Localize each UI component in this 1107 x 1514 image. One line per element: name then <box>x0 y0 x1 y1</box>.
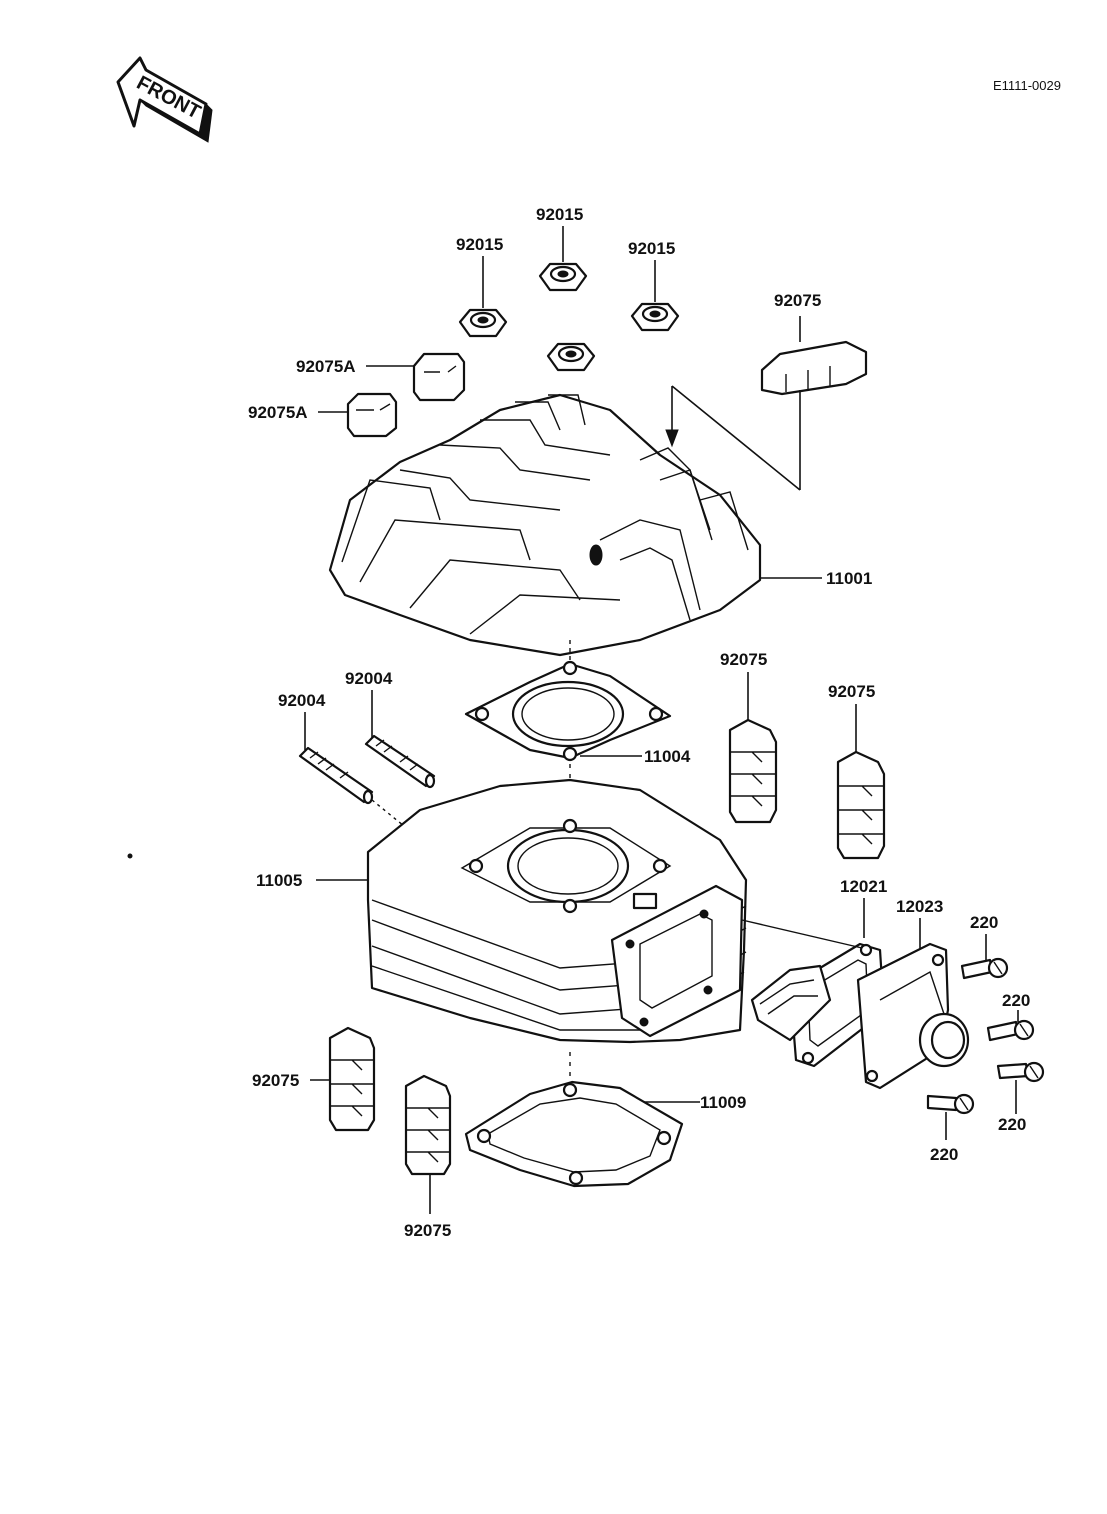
nut-left <box>458 256 508 338</box>
label-92015-top: 92015 <box>536 205 583 224</box>
label-11001: 11001 <box>826 569 872 588</box>
label-92004-left: 92004 <box>278 691 326 710</box>
cylinder <box>366 778 748 1044</box>
label-220-2: 220 <box>1002 991 1030 1010</box>
damper-low-left <box>310 1026 376 1132</box>
label-220-4: 220 <box>930 1145 958 1164</box>
damper-mid-left <box>728 672 778 824</box>
label-11009: 11009 <box>700 1093 746 1112</box>
damper-a-lower <box>318 392 398 438</box>
nut-top <box>538 226 588 292</box>
diagram-code: E1111-0029 <box>993 78 1061 93</box>
label-92075a-upper: 92075A <box>296 357 356 376</box>
label-12021: 12021 <box>840 877 887 896</box>
nut-center <box>546 342 596 372</box>
base-gasket <box>464 1080 684 1188</box>
front-arrow-icon: FRONT <box>116 56 213 143</box>
damper-mid-right <box>836 704 886 860</box>
stud-left <box>298 712 374 805</box>
screw-3 <box>996 1061 1045 1114</box>
damper-low-mid <box>404 1074 452 1214</box>
label-12023: 12023 <box>896 897 943 916</box>
label-220-1: 220 <box>970 913 998 932</box>
screw-1 <box>960 934 1009 980</box>
nut-right <box>630 260 680 332</box>
label-92075-mid-right: 92075 <box>828 682 875 701</box>
label-11004: 11004 <box>644 747 691 766</box>
reed-gasket <box>741 898 886 1068</box>
inlet-pipe <box>856 918 970 1090</box>
label-92015-left: 92015 <box>456 235 503 254</box>
label-92075-low-mid: 92075 <box>404 1221 451 1240</box>
damper-head-right <box>665 316 868 491</box>
screw-2 <box>986 1010 1035 1042</box>
label-92075-head: 92075 <box>774 291 821 310</box>
label-220-3: 220 <box>998 1115 1026 1134</box>
damper-a-upper <box>366 352 466 402</box>
screw-4 <box>926 1093 975 1140</box>
label-92015-right: 92015 <box>628 239 675 258</box>
stud-right <box>364 690 436 789</box>
label-92004-right: 92004 <box>345 669 393 688</box>
label-92075-mid-left: 92075 <box>720 650 767 669</box>
label-92075-low-left: 92075 <box>252 1071 299 1090</box>
label-11005: 11005 <box>256 871 302 890</box>
label-92075a-lower: 92075A <box>248 403 308 422</box>
cylinder-head <box>328 393 762 657</box>
head-gasket <box>464 660 672 762</box>
